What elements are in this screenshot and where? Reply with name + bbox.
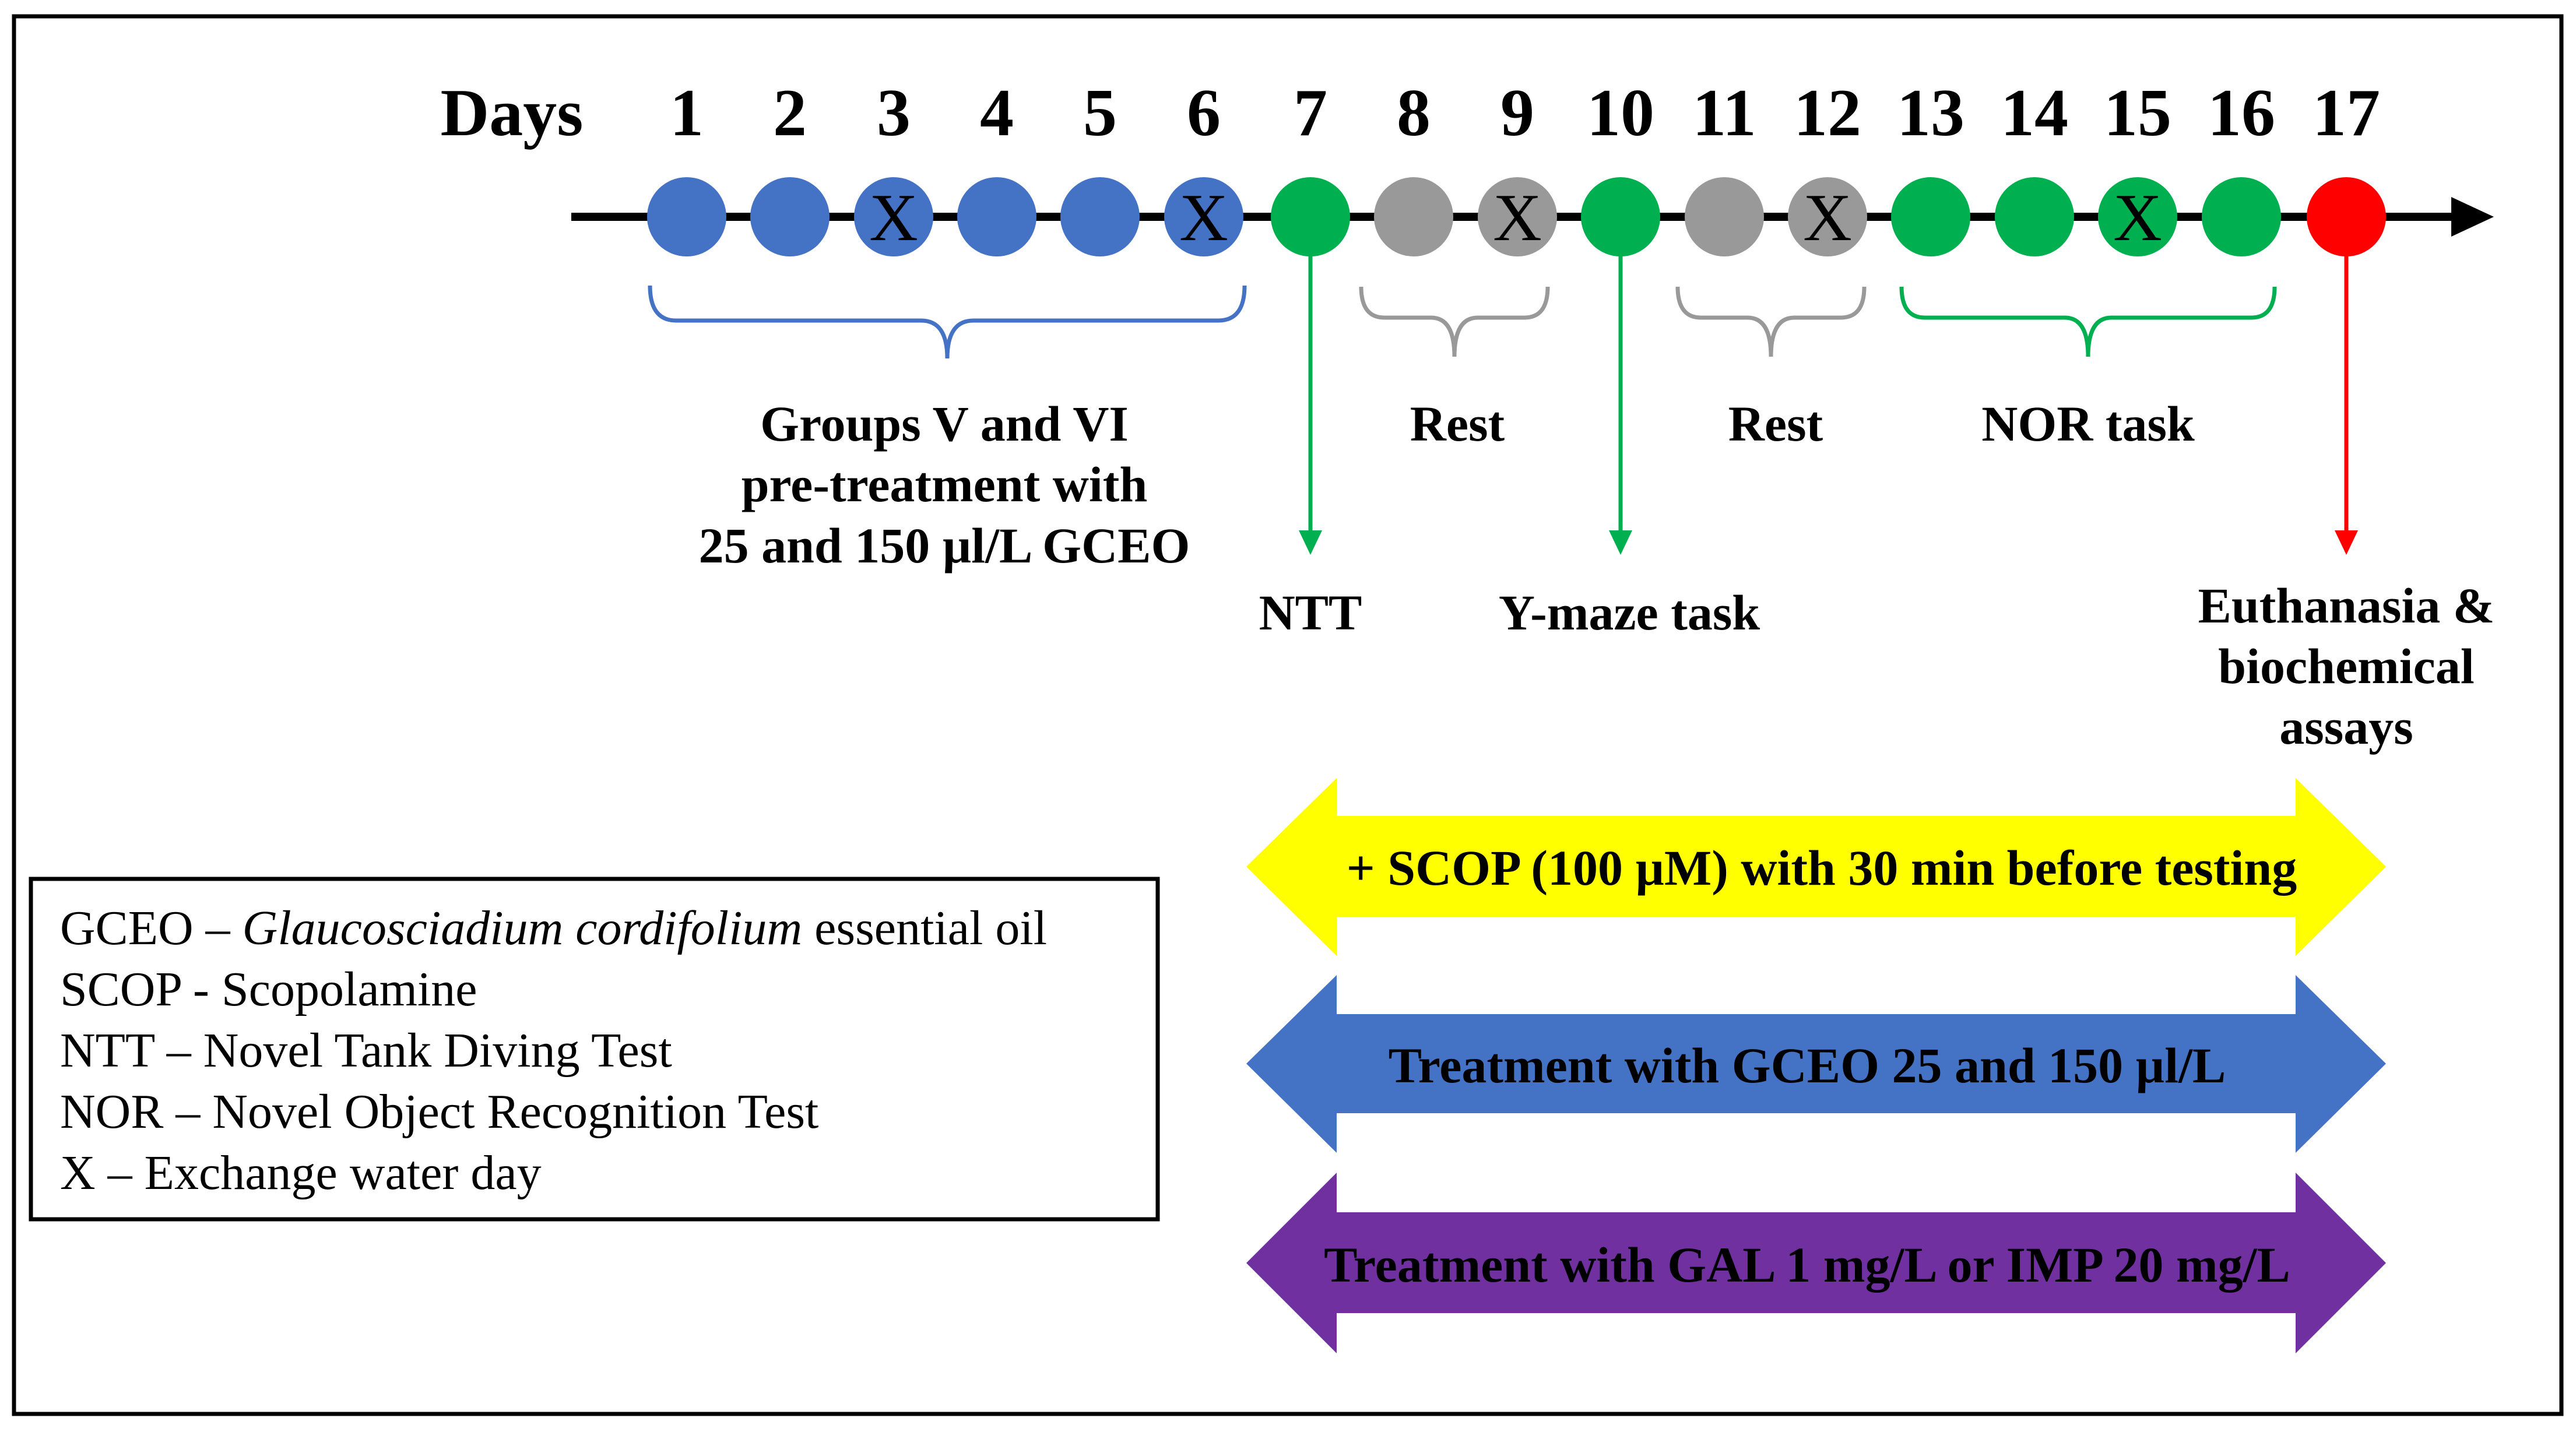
legend-gceo-prefix: GCEO – — [60, 901, 243, 955]
euthanasia-line-1: Euthanasia & — [2198, 578, 2495, 634]
day-circle-4 — [957, 177, 1036, 256]
day-number-7: 7 — [1294, 76, 1327, 150]
day-circle-13 — [1891, 177, 1970, 256]
legend-gceo: GCEO – Glaucosciadium cordifolium essent… — [60, 901, 1047, 955]
day-circle-1 — [647, 177, 726, 256]
rest-label-1: Rest — [1410, 396, 1505, 452]
legend-scop: SCOP - Scopolamine — [60, 962, 477, 1016]
day-number-15: 15 — [2104, 76, 2171, 150]
day-number-5: 5 — [1083, 76, 1117, 150]
day-number-13: 13 — [1897, 76, 1964, 150]
nor-brace — [1899, 286, 2277, 357]
gal-imp-treatment-arrow — [1246, 1173, 2386, 1353]
day-number-6: 6 — [1187, 76, 1221, 150]
legend-box — [29, 877, 1160, 1222]
day-circle-14 — [1995, 177, 2074, 256]
day-number-14: 14 — [2001, 76, 2068, 150]
euthanasia-arrowhead — [2335, 530, 2358, 555]
day-circle-10 — [1581, 177, 1660, 256]
day-number-17: 17 — [2313, 76, 2380, 150]
rest-label-2: Rest — [1728, 396, 1823, 452]
day-number-8: 8 — [1397, 76, 1431, 150]
euthanasia-line-3: assays — [2279, 699, 2413, 755]
exchange-water-mark-15: X — [2113, 181, 2162, 255]
scop-arrow-label: + SCOP (100 µM) with 30 min before testi… — [1347, 840, 2297, 896]
day-number-3: 3 — [877, 76, 911, 150]
ntt-label: NTT — [1259, 585, 1362, 641]
day-circle-5 — [1060, 177, 1140, 256]
exchange-water-mark-9: X — [1493, 181, 1542, 255]
euthanasia-label: Euthanasia & biochemical assays — [2198, 578, 2495, 755]
day-circle-15 — [2098, 177, 2177, 256]
legend-gceo-species: Glaucosciadium cordifolium — [243, 901, 802, 955]
day-circle-11 — [1685, 177, 1764, 256]
day-circle-17 — [2307, 177, 2386, 256]
exchange-water-mark-6: X — [1179, 181, 1228, 255]
day-number-11: 11 — [1692, 76, 1756, 150]
pretreatment-brace — [648, 285, 1247, 359]
day-number-16: 16 — [2208, 76, 2275, 150]
gceo-treatment-label: Treatment with GCEO 25 and 150 µl/L — [1389, 1037, 2226, 1093]
day-circle-6 — [1164, 177, 1243, 256]
rest-brace-2 — [1675, 286, 1867, 357]
legend-gceo-suffix: essential oil — [802, 901, 1047, 955]
day-number-4: 4 — [980, 76, 1014, 150]
day-circle-2 — [750, 177, 830, 256]
day-circle-9 — [1478, 177, 1557, 256]
legend-exchange-water: X – Exchange water day — [60, 1146, 542, 1200]
exchange-water-mark-3: X — [869, 181, 918, 255]
legend-entries: GCEO – Glaucosciadium cordifolium essent… — [60, 901, 1047, 1200]
pretreatment-line-3: 25 and 150 µl/L GCEO — [699, 518, 1190, 573]
pretreatment-label: Groups V and VI pre-treatment with 25 an… — [699, 396, 1190, 573]
euthanasia-line-2: biochemical — [2218, 638, 2475, 694]
ymaze-label: Y-maze task — [1499, 585, 1760, 641]
day-circle-3 — [854, 177, 933, 256]
day-number-1: 1 — [670, 76, 704, 150]
day-number-2: 2 — [773, 76, 807, 150]
gal-imp-treatment-label: Treatment with GAL 1 mg/L or IMP 20 mg/L — [1324, 1237, 2290, 1293]
day-number-12: 12 — [1794, 76, 1861, 150]
day-number-10: 10 — [1587, 76, 1654, 150]
day-circle-8 — [1374, 177, 1453, 256]
nor-task-label: NOR task — [1981, 396, 2195, 452]
timeline-arrowhead — [2451, 197, 2494, 237]
day-circle-16 — [2202, 177, 2281, 256]
rest-brace-1 — [1359, 286, 1550, 357]
exchange-water-mark-12: X — [1803, 181, 1852, 255]
legend-ntt: NTT – Novel Tank Diving Test — [60, 1023, 672, 1078]
outer-border — [12, 14, 2564, 1416]
ntt-arrowhead — [1299, 530, 1322, 555]
day-circle-12 — [1788, 177, 1867, 256]
ymaze-arrowhead — [1609, 530, 1632, 555]
days-label: Days — [441, 76, 584, 150]
day-number-9: 9 — [1500, 76, 1534, 150]
legend-nor: NOR – Novel Object Recognition Test — [60, 1085, 818, 1139]
gceo-treatment-arrow — [1246, 975, 2386, 1153]
pretreatment-line-2: pre-treatment with — [741, 456, 1148, 512]
scop-arrow — [1246, 778, 2386, 956]
pretreatment-line-1: Groups V and VI — [760, 396, 1129, 452]
day-circle-7 — [1271, 177, 1350, 256]
